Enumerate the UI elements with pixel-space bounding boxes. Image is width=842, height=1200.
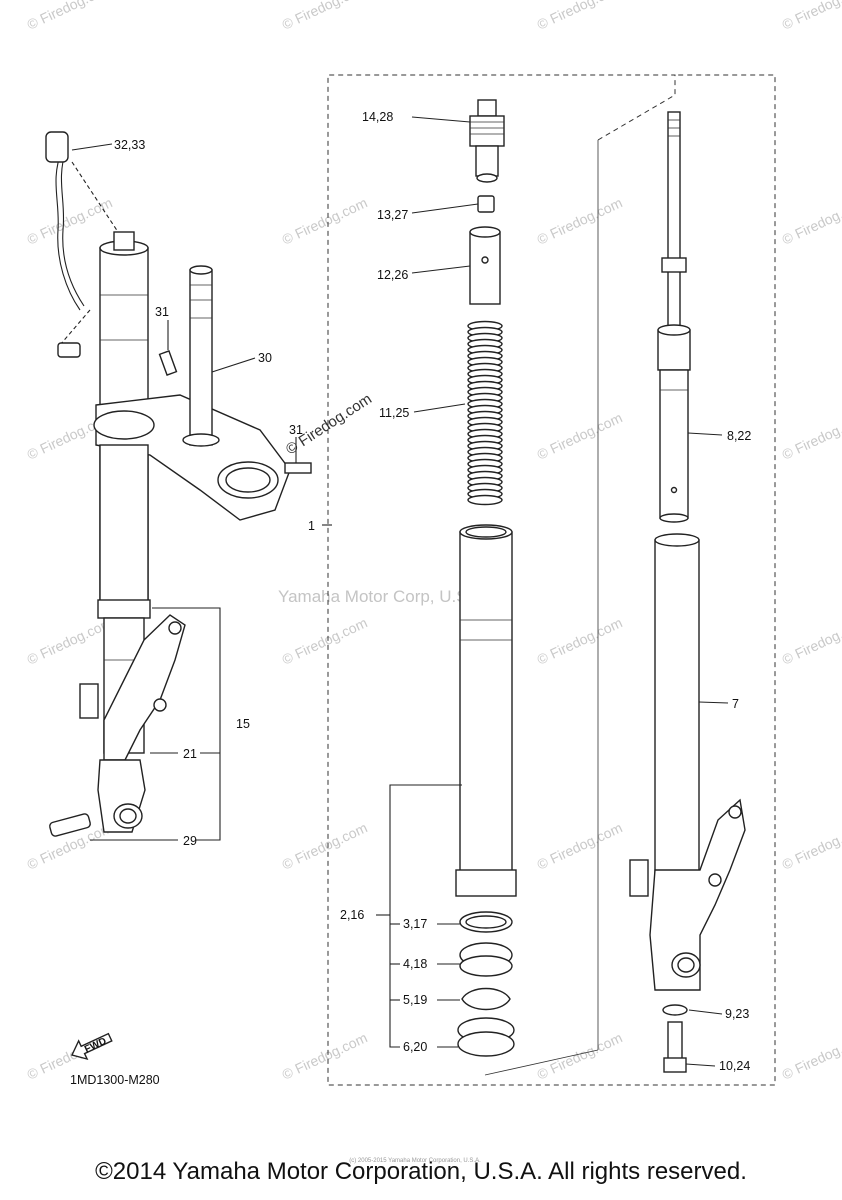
tube-bottom-seal <box>455 869 517 897</box>
bleed-clip <box>79 683 99 719</box>
callout-1: 1 <box>308 519 315 533</box>
callout-15: 15 <box>236 717 250 731</box>
exploded-right-stack <box>629 111 746 1073</box>
watermark: © Firedog.com <box>535 0 625 33</box>
watermark: © Firedog.com <box>535 1029 625 1082</box>
callout-11-25: 11,25 <box>379 406 409 420</box>
watermark: © Firedog.com <box>280 819 370 872</box>
leader-line <box>484 1049 599 1076</box>
watermark: © Firedog.com <box>25 194 115 247</box>
caliper-mount <box>103 614 186 761</box>
clamp-bolt <box>158 350 178 376</box>
callout-13-27: 13,27 <box>377 208 408 222</box>
steering-stem <box>189 269 213 446</box>
cap-bolt <box>469 115 505 147</box>
o-ring-seat <box>477 195 495 213</box>
callout-32-33: 32,33 <box>114 138 145 152</box>
sensor-connector <box>45 131 69 163</box>
watermark: © Firedog.com <box>535 614 625 667</box>
callout-31-left: 31 <box>155 305 169 319</box>
diagram-code: 1MD1300-M280 <box>70 1073 160 1087</box>
callout-29: 29 <box>183 834 197 848</box>
watermark: © Firedog.com <box>280 614 370 667</box>
callout-5-19: 5,19 <box>403 993 427 1007</box>
exploded-center-stack <box>322 99 517 1057</box>
watermark: © Firedog.com <box>535 819 625 872</box>
watermark: © Firedog.com <box>280 1029 370 1082</box>
spacer-tube <box>469 231 501 305</box>
callout-31-right: 31 <box>289 423 303 437</box>
watermark: © Firedog.com <box>25 614 115 667</box>
axle-pinch-bolt <box>49 813 91 837</box>
fork-spring <box>467 320 503 506</box>
lower-slider <box>649 798 746 991</box>
callout-6-20: 6,20 <box>403 1040 427 1054</box>
watermark: © Firedog.com <box>780 614 842 667</box>
callout-labels: 32,33 31 30 31 1 15 21 29 14,28 13,27 12… <box>70 110 751 1087</box>
fork-outer-tube <box>459 531 513 873</box>
callout-12-26: 12,26 <box>377 268 408 282</box>
callout-21: 21 <box>183 747 197 761</box>
callout-2-16: 2,16 <box>340 908 364 922</box>
callout-3-17: 3,17 <box>403 917 427 931</box>
fork-cap <box>113 231 135 251</box>
callout-14-28: 14,28 <box>362 110 393 124</box>
copyright-footer: ©2014 Yamaha Motor Corporation, U.S.A. A… <box>95 1158 747 1185</box>
wire-plug <box>57 342 81 358</box>
callout-30: 30 <box>258 351 272 365</box>
watermark: © Firedog.com <box>535 409 625 462</box>
callout-4-18: 4,18 <box>403 957 427 971</box>
small-print: (c) 2005-2015 Yamaha Motor Corporation, … <box>349 1158 481 1164</box>
callout-7: 7 <box>732 697 739 711</box>
watermark: © Firedog.com <box>780 409 842 462</box>
watermark: © Firedog.com <box>280 0 370 33</box>
watermark: © Firedog.com <box>535 194 625 247</box>
center-watermark: Yamaha Motor Corp, U.S.A. <box>278 587 488 606</box>
watermark: © Firedog.com <box>780 819 842 872</box>
pinch-bolt <box>284 462 312 474</box>
cap-bolt-hex <box>477 99 497 117</box>
copper-washer <box>662 1004 688 1016</box>
watermark: © Firedog.com <box>780 1029 842 1082</box>
damper-cartridge <box>659 369 689 519</box>
watermark: © Firedog.com <box>780 194 842 247</box>
watermark: © Firedog.com <box>780 0 842 33</box>
callout-8-22: 8,22 <box>727 429 751 443</box>
wave-washer <box>461 987 511 1011</box>
assembled-fork <box>45 131 312 841</box>
watermark: © Firedog.com <box>280 194 370 247</box>
fork-inner-tube <box>654 539 700 881</box>
spring-coil <box>467 494 503 506</box>
watermark: © Firedog.com <box>25 0 115 33</box>
sensor-wire <box>55 149 81 311</box>
assembly-dashed-outline <box>327 74 776 1086</box>
drain-bolt <box>667 1021 683 1063</box>
callout-10-24: 10,24 <box>719 1059 750 1073</box>
callout-9-23: 9,23 <box>725 1007 749 1021</box>
